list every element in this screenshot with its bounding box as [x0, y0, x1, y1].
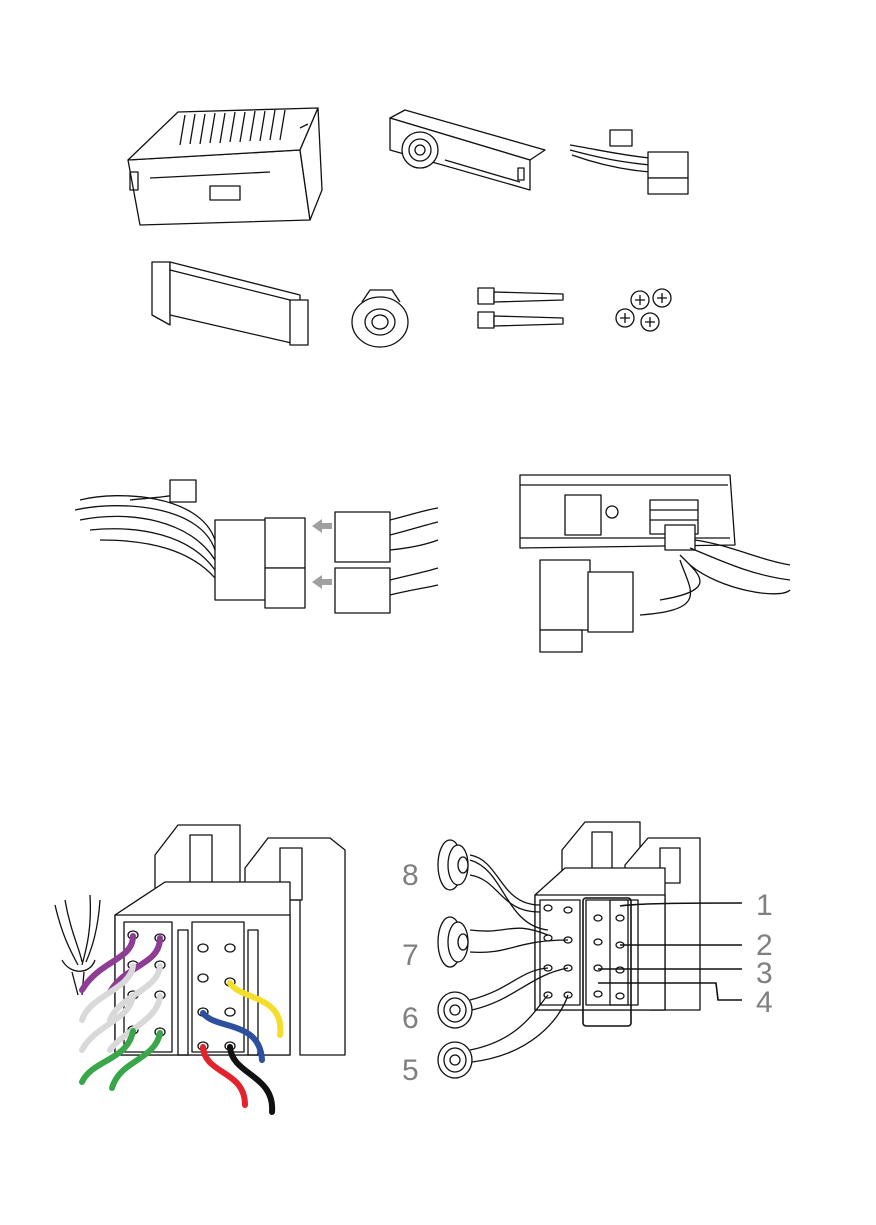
release-keys-illustration: [478, 288, 563, 328]
pin-label-1: 1: [756, 889, 773, 922]
mounting-frame-illustration: [152, 262, 308, 345]
rubber-bush-illustration: [352, 290, 408, 347]
speaker-label-5: 5: [402, 1054, 419, 1087]
speaker-label-7: 7: [402, 939, 419, 972]
iso-plug-connection-diagram: [75, 480, 438, 613]
pin-label-4: 4: [756, 986, 773, 1019]
wire-red: [203, 1047, 245, 1105]
speaker-wiring-diagram: [438, 822, 742, 1078]
radio-unit-illustration: [128, 108, 322, 225]
radio-rear-connection-diagram: [520, 475, 790, 652]
speaker-label-6: 6: [402, 1002, 419, 1035]
speaker-number-labels: 8 7 6 5: [402, 859, 419, 1087]
iso-cable-illustration: [570, 130, 688, 194]
speaker-8: [438, 840, 548, 930]
wire-color-connector-diagram: [55, 825, 345, 1112]
speaker-label-8: 8: [402, 859, 419, 892]
pin-number-labels: 1 2 3 4: [756, 889, 773, 1019]
screws-illustration: [616, 289, 671, 331]
front-panel-illustration: [390, 110, 545, 190]
